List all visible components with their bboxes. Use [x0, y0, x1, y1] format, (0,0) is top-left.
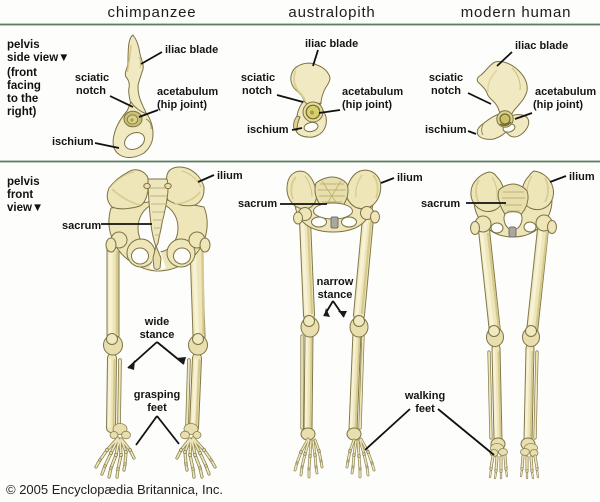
svg-text:sciatic: sciatic — [241, 72, 275, 84]
svg-text:modern human: modern human — [461, 4, 572, 21]
svg-text:iliac blade: iliac blade — [305, 38, 358, 50]
svg-text:sciatic: sciatic — [429, 72, 463, 84]
svg-text:chimpanzee: chimpanzee — [108, 4, 197, 21]
svg-text:notch: notch — [242, 85, 272, 97]
svg-text:acetabulum: acetabulum — [157, 86, 218, 98]
svg-text:© 2005 Encyclopædia Britannica: © 2005 Encyclopædia Britannica, Inc. — [6, 482, 223, 497]
svg-text:ilium: ilium — [397, 172, 423, 184]
svg-text:sciatic: sciatic — [75, 72, 109, 84]
svg-text:ilium: ilium — [217, 170, 243, 182]
svg-text:acetabulum: acetabulum — [342, 86, 403, 98]
svg-text:pelvis: pelvis — [7, 39, 40, 51]
svg-text:grasping: grasping — [134, 389, 180, 401]
svg-text:side view▼: side view▼ — [7, 52, 70, 64]
svg-text:(hip joint): (hip joint) — [342, 99, 392, 111]
svg-text:(hip joint): (hip joint) — [533, 99, 583, 111]
svg-text:front: front — [7, 189, 33, 201]
svg-text:walking: walking — [404, 390, 445, 402]
svg-text:pelvis: pelvis — [7, 176, 40, 188]
svg-text:sacrum: sacrum — [62, 220, 101, 232]
svg-text:wide: wide — [144, 316, 169, 328]
svg-text:stance: stance — [318, 289, 353, 301]
svg-text:view▼: view▼ — [7, 202, 43, 214]
svg-text:iliac blade: iliac blade — [515, 40, 568, 52]
svg-text:ischium: ischium — [52, 136, 94, 148]
svg-text:feet: feet — [415, 403, 435, 415]
svg-text:notch: notch — [76, 85, 106, 97]
svg-text:sacrum: sacrum — [421, 198, 460, 210]
svg-text:(hip joint): (hip joint) — [157, 99, 207, 111]
svg-text:feet: feet — [147, 402, 167, 414]
svg-text:ischium: ischium — [247, 124, 289, 136]
svg-text:ischium: ischium — [425, 124, 467, 136]
svg-text:to the: to the — [7, 93, 38, 105]
svg-text:australopith: australopith — [288, 4, 375, 21]
svg-text:ilium: ilium — [569, 171, 595, 183]
svg-text:narrow: narrow — [317, 276, 354, 288]
svg-text:right): right) — [7, 106, 37, 118]
svg-text:(front: (front — [7, 67, 37, 79]
svg-text:notch: notch — [431, 85, 461, 97]
svg-text:stance: stance — [140, 329, 175, 341]
svg-text:iliac blade: iliac blade — [165, 44, 218, 56]
svg-text:acetabulum: acetabulum — [535, 86, 596, 98]
svg-text:sacrum: sacrum — [238, 198, 277, 210]
svg-text:facing: facing — [7, 80, 41, 92]
